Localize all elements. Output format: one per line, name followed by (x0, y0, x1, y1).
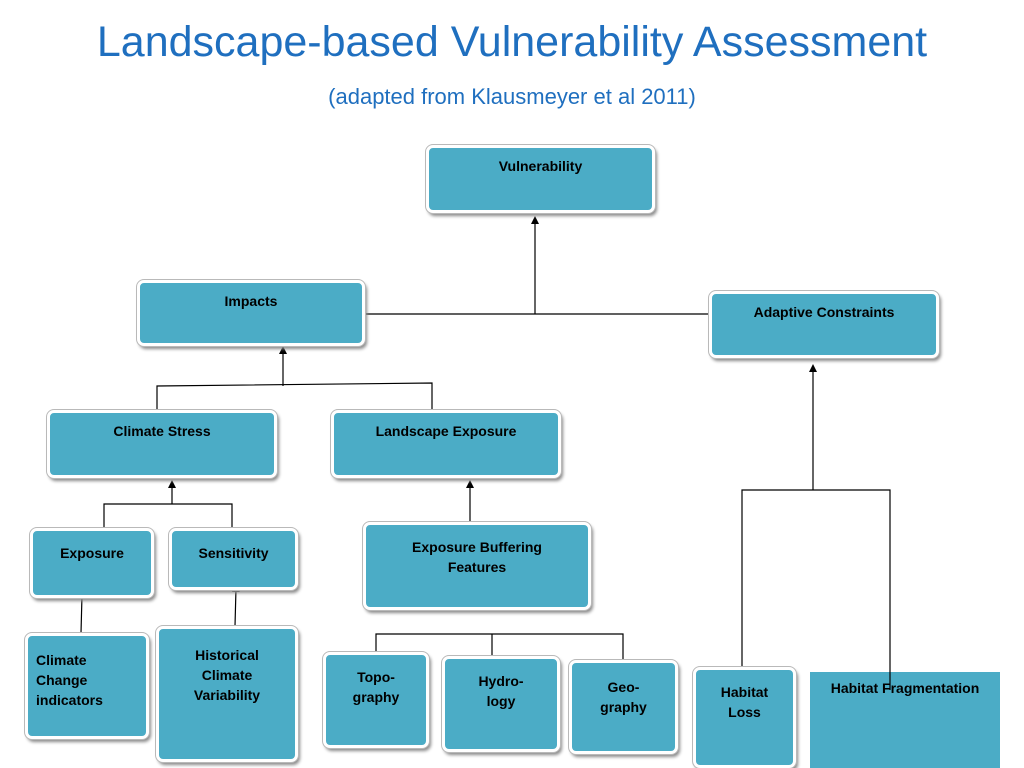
connector-stress-landscape (156, 382, 433, 410)
node-geography[interactable]: Geo- graphy (569, 660, 678, 754)
node-landscape-exposure[interactable]: Landscape Exposure (331, 410, 561, 478)
node-climate-stress[interactable]: Climate Stress (47, 410, 277, 478)
node-hydrology[interactable]: Hydro- logy (442, 656, 560, 752)
page-title: Landscape-based Vulnerability Assessment (96, 18, 928, 66)
connector-habitat (741, 489, 891, 690)
arrow-to-sensitivity (231, 584, 240, 627)
node-vulnerability[interactable]: Vulnerability (426, 145, 655, 213)
arrow-to-exposure (77, 591, 86, 634)
node-exposure-buffering-features[interactable]: Exposure Buffering Features (363, 522, 591, 610)
node-topography[interactable]: Topo- graphy (323, 652, 429, 748)
node-impacts[interactable]: Impacts (137, 280, 365, 346)
connector-exposure-sensitivity (103, 503, 233, 528)
node-historical-climate-variability[interactable]: Historical Climate Variability (156, 626, 298, 762)
node-habitat-fragmentation[interactable]: Habitat Fragmentation (810, 672, 1000, 768)
node-exposure[interactable]: Exposure (30, 528, 154, 598)
page-subtitle: (adapted from Klausmeyer et al 2011) (328, 84, 696, 109)
connector-topo-hydro-geo (375, 633, 624, 660)
node-habitat-loss[interactable]: Habitat Loss (693, 667, 796, 768)
node-sensitivity[interactable]: Sensitivity (169, 528, 298, 590)
node-climate-change-indicators[interactable]: Climate Change indicators (25, 633, 149, 739)
node-adaptive-constraints[interactable]: Adaptive Constraints (709, 291, 939, 358)
